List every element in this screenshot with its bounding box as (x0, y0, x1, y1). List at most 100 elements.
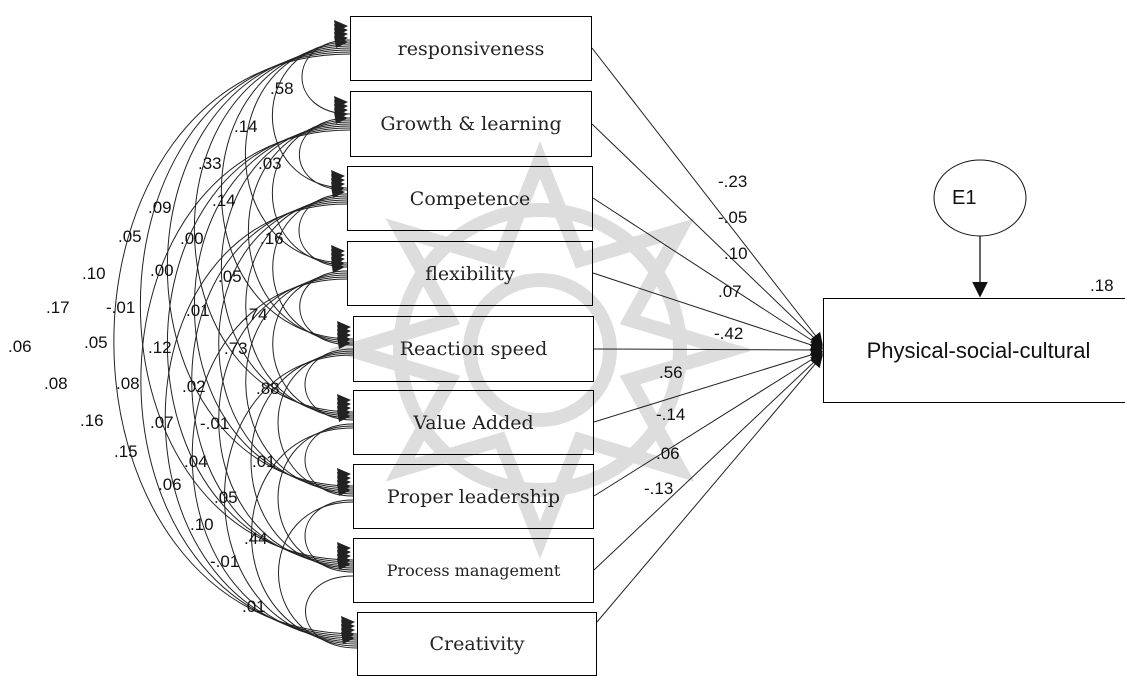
growth-learning-label: Growth & learning (380, 113, 562, 135)
corr-label: .73 (224, 339, 248, 358)
correlation-arc (220, 123, 354, 415)
corr-label: .05 (84, 333, 108, 352)
path-coef-creativity: -.13 (644, 479, 674, 498)
regression-path-line (593, 353, 823, 571)
regression-path-line (591, 47, 823, 345)
error-ellipse (933, 159, 1027, 237)
corr-label: .02 (182, 377, 206, 396)
correlation-arrowhead (337, 410, 351, 422)
outcome-label: Physical-social-cultural (866, 337, 1091, 363)
corr-label: .03 (258, 154, 282, 173)
box-competence: Competence (347, 166, 593, 231)
box-growth-learning: Growth & learning (350, 91, 592, 157)
corr-label: .10 (82, 264, 106, 283)
correlation-arc (304, 423, 354, 497)
corr-label: .10 (190, 515, 214, 534)
corr-label: .01 (252, 452, 276, 471)
correlation-arc (191, 278, 358, 641)
correlation-arc (299, 270, 354, 346)
correlation-arrowhead (334, 36, 348, 48)
corr-label: .58 (270, 79, 294, 98)
corr-label: .15 (114, 442, 138, 461)
correlation-arc (164, 203, 358, 639)
flexibility-label: flexibility (425, 262, 515, 285)
correlation-arrowhead (334, 112, 348, 124)
corr-label: .06 (8, 337, 32, 356)
box-reaction-speed: Reaction speed (353, 316, 594, 382)
corr-label: .04 (184, 452, 208, 471)
corr-label: .00 (180, 229, 204, 248)
corr-label: .14 (212, 191, 236, 210)
box-value-added: Value Added (353, 390, 594, 455)
corr-label: .01 (186, 301, 210, 320)
correlation-arc (218, 199, 354, 491)
correlation-arc (304, 499, 354, 573)
regression-path-line (593, 352, 824, 497)
correlation-arc (299, 117, 351, 191)
box-creativity: Creativity (357, 612, 597, 676)
correlation-arrowhead (331, 186, 345, 198)
regression-path-line (591, 123, 823, 347)
corr-label: .08 (44, 374, 68, 393)
corr-label: .16 (80, 411, 104, 430)
corr-label: .09 (148, 198, 172, 217)
corr-label: .00 (150, 261, 174, 280)
correlation-arc (304, 348, 354, 421)
box-outcome: Physical-social-cultural (823, 298, 1125, 403)
correlation-arc (193, 47, 354, 413)
corr-label: .05 (118, 227, 142, 246)
creativity-label: Creativity (429, 633, 525, 655)
correlation-arc (193, 125, 354, 489)
box-proper-leadership: Proper leadership (353, 464, 594, 529)
corr-label: .12 (148, 338, 172, 357)
box-responsiveness: responsiveness (350, 16, 592, 81)
correlation-arc (305, 575, 358, 649)
correlation-arrowhead (337, 337, 351, 349)
corr-label: .88 (256, 379, 280, 398)
path-coef-growth-learning: -.05 (718, 208, 748, 227)
corr-label: .06 (158, 475, 182, 494)
error-label: E1 (952, 187, 977, 209)
regression-path-line (593, 343, 824, 356)
box-flexibility: flexibility (347, 241, 593, 306)
responsiveness-label: responsiveness (397, 37, 545, 60)
path-coef-responsiveness: -.23 (718, 172, 748, 191)
correlation-arrowhead (331, 261, 345, 273)
correlation-arc (251, 427, 358, 645)
correlation-arc (191, 201, 354, 565)
corr-label: .08 (116, 374, 140, 393)
corr-label: -.01 (106, 298, 136, 317)
path-coef-process-management: .06 (656, 444, 680, 463)
path-coef-flexibility: .07 (718, 282, 742, 301)
reaction-speed-label: Reaction speed (399, 338, 548, 360)
correlation-arrowhead (337, 484, 351, 496)
corr-label: -.01 (200, 414, 230, 433)
path-coef-reaction-speed: -.42 (714, 324, 744, 343)
value-added-label: Value Added (413, 411, 534, 434)
correlation-arc (167, 127, 354, 563)
correlation-arc (218, 276, 354, 567)
path-coef-value-added: .56 (659, 363, 683, 382)
correlation-arc (298, 193, 348, 268)
correlation-arc (140, 51, 354, 561)
competence-label: Competence (409, 187, 531, 210)
proper-leadership-label: Proper leadership (386, 485, 561, 508)
corr-label: .05 (214, 488, 238, 507)
corr-label: -.01 (210, 552, 240, 571)
correlation-arrowhead (337, 558, 351, 570)
corr-label: .16 (260, 229, 284, 248)
correlation-arc (167, 49, 354, 487)
corr-label: .74 (244, 305, 268, 324)
regression-path-line (592, 197, 824, 348)
regression-path-line (592, 272, 824, 351)
corr-label: .14 (234, 117, 258, 136)
correlation-arc (140, 129, 358, 637)
corr-label: .44 (244, 529, 268, 548)
regression-path-line (593, 348, 824, 423)
corr-label: .01 (242, 597, 266, 616)
corr-label: .07 (150, 413, 174, 432)
correlation-arc (113, 53, 358, 635)
path-coef-proper-leadership: -.14 (656, 405, 686, 424)
